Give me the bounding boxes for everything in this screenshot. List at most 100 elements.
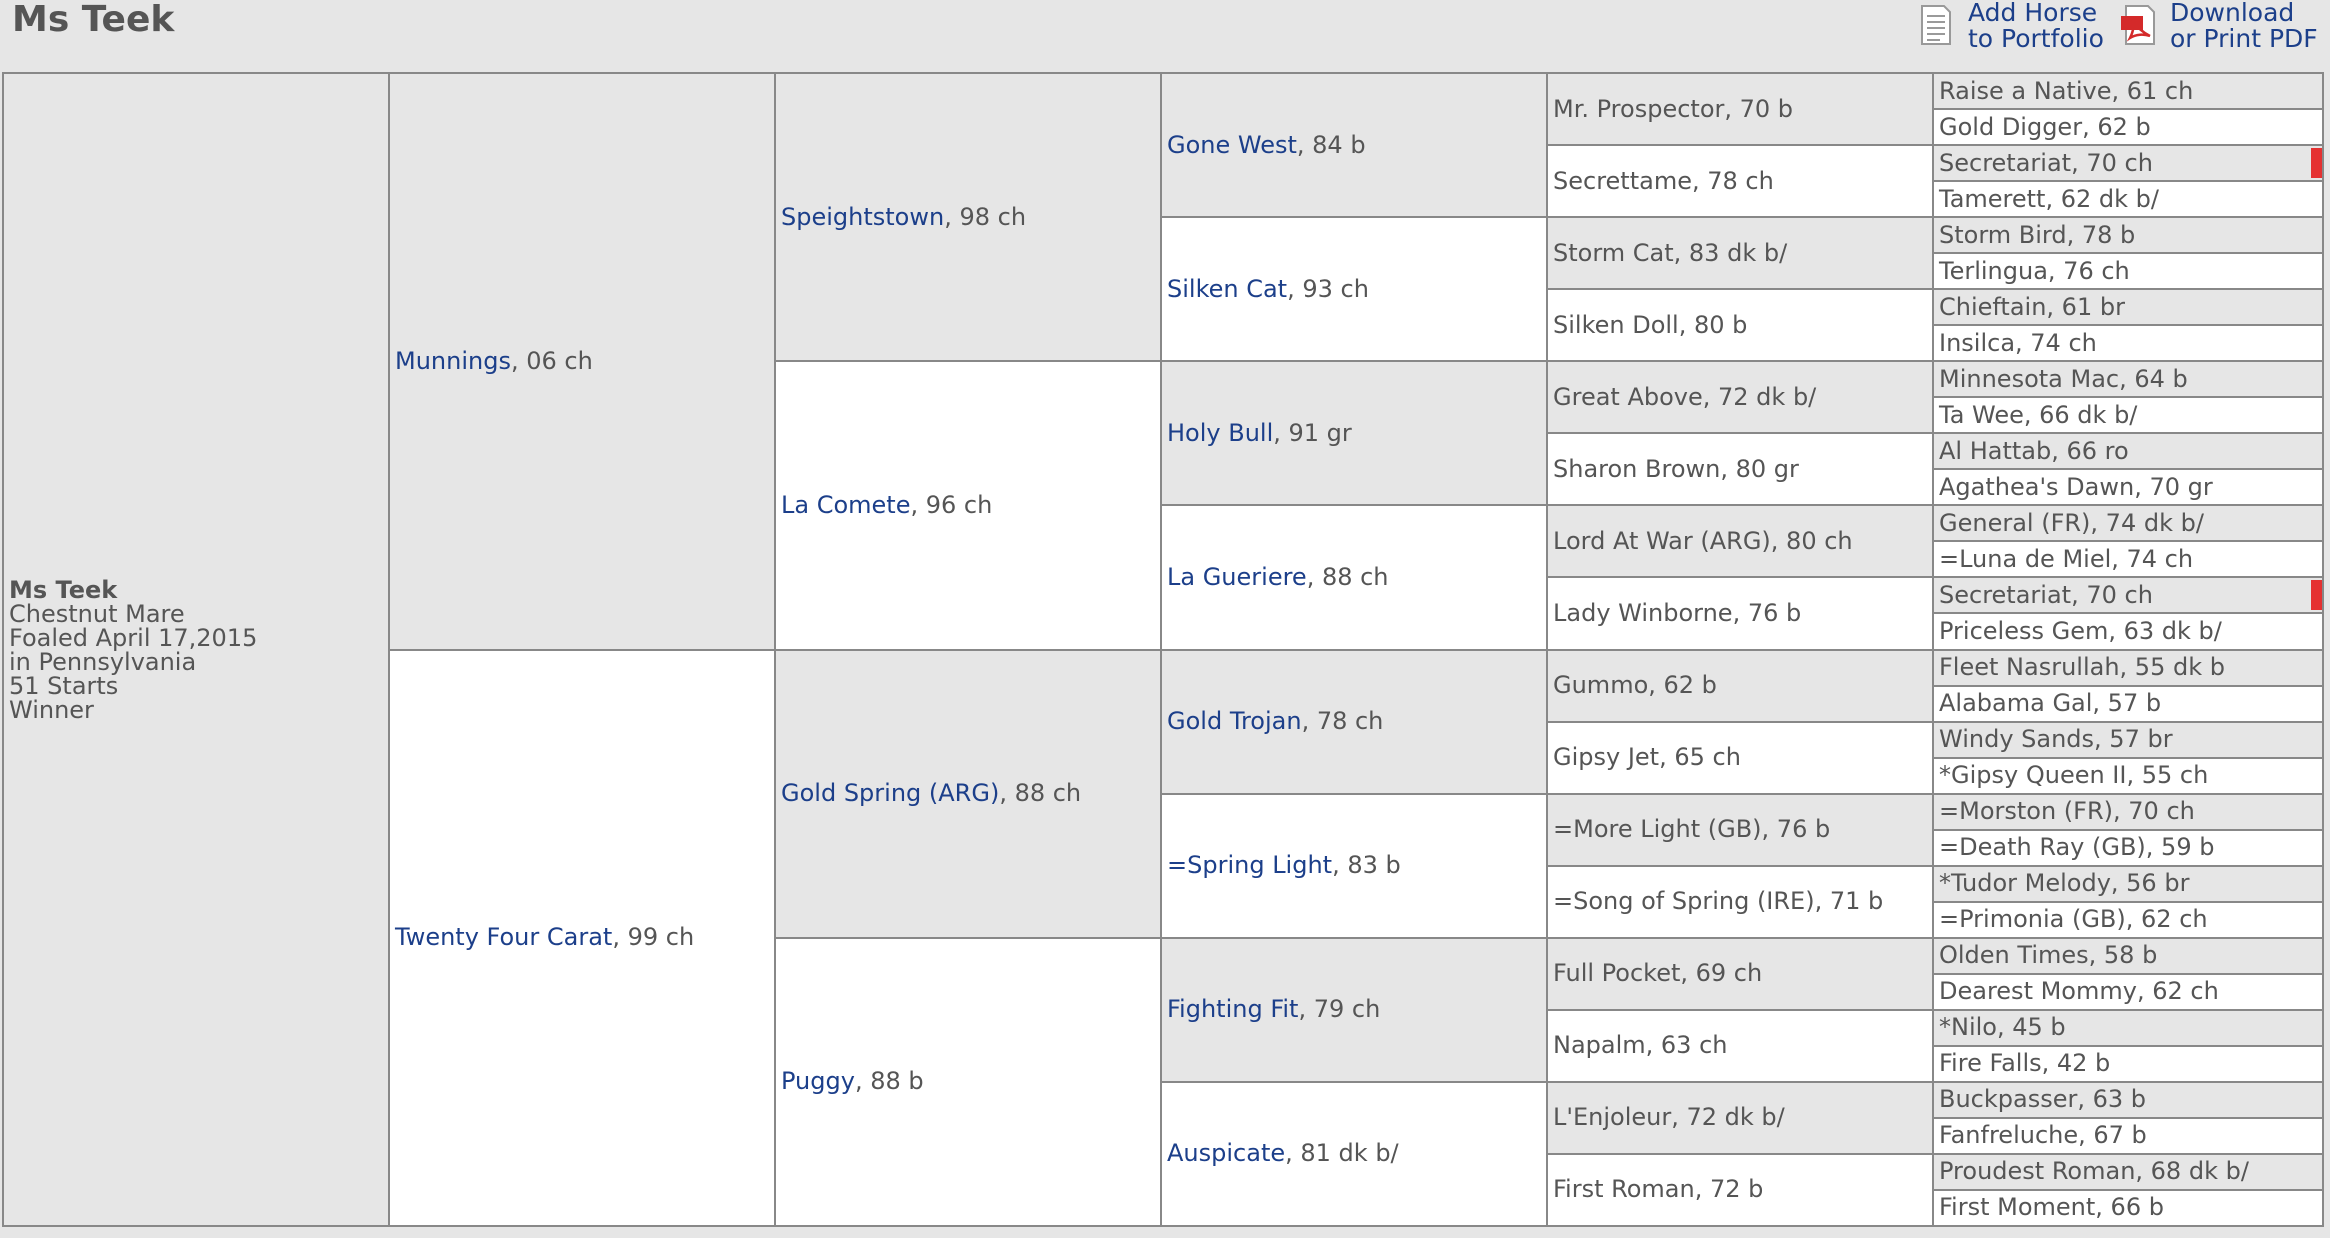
download-pdf-button[interactable]: Download or Print PDF bbox=[2118, 0, 2318, 52]
gen5-ancestor-name[interactable]: Fleet Nasrullah, 55 dk b bbox=[1939, 653, 2225, 682]
add-to-portfolio-button[interactable]: Add Horse to Portfolio bbox=[1916, 0, 2104, 52]
gen5-ancestor-name[interactable]: *Tudor Melody, 56 br bbox=[1939, 869, 2190, 898]
sire-dam-details: , 06 ch bbox=[510, 346, 593, 375]
gen5-ancestor-name[interactable]: Priceless Gem, 63 dk b/ bbox=[1939, 616, 2222, 645]
great-grandparent-cell: =Spring Light, 83 b bbox=[1160, 792, 1548, 939]
gen4-ancestor-name[interactable]: First Roman, 72 b bbox=[1553, 1175, 1764, 1204]
gen4-ancestor-name[interactable]: Mr. Prospector, 70 b bbox=[1553, 94, 1794, 123]
gen4-ancestor-cell: First Roman, 72 b bbox=[1546, 1152, 1934, 1228]
gen5-ancestor-name[interactable]: *Nilo, 45 b bbox=[1939, 1013, 2066, 1042]
great-grandparent-link[interactable]: Auspicate bbox=[1167, 1139, 1286, 1168]
gen5-ancestor-name[interactable]: Secretariat, 70 ch bbox=[1939, 148, 2153, 177]
gen4-ancestor-cell: Full Pocket, 69 ch bbox=[1546, 936, 1934, 1011]
pedigree-row: =Death Ray (GB), 59 b bbox=[3, 828, 2324, 867]
gen4-ancestor-name[interactable]: Gummo, 62 b bbox=[1553, 671, 1717, 700]
pedigree-row: Secrettame, 78 ch Secretariat, 70 ch bbox=[3, 144, 2324, 219]
gen5-ancestor-name[interactable]: Secretariat, 70 ch bbox=[1939, 580, 2153, 609]
gen5-ancestor-name[interactable]: =Death Ray (GB), 59 b bbox=[1939, 833, 2215, 862]
sire-dam-link[interactable]: Twenty Four Carat bbox=[395, 923, 613, 952]
gen5-ancestor-name[interactable]: Agathea's Dawn, 70 gr bbox=[1939, 472, 2213, 501]
grandparent-link[interactable]: Speightstown bbox=[781, 202, 945, 231]
gen5-ancestor-name[interactable]: *Gipsy Queen II, 55 ch bbox=[1939, 761, 2209, 790]
sire-dam-link[interactable]: Munnings bbox=[395, 346, 511, 375]
grandparent-link[interactable]: La Comete bbox=[781, 490, 911, 519]
page-title: Ms Teek bbox=[12, 0, 175, 40]
gen5-ancestor-name[interactable]: =Luna de Miel, 74 ch bbox=[1939, 544, 2194, 573]
great-grandparent-link[interactable]: Gone West bbox=[1167, 130, 1297, 159]
gen4-ancestor-name[interactable]: Great Above, 72 dk b/ bbox=[1553, 382, 1817, 411]
gen5-ancestor-cell: Fire Falls, 42 b bbox=[1932, 1044, 2324, 1083]
gen4-ancestor-name[interactable]: Secrettame, 78 ch bbox=[1553, 166, 1774, 195]
pedigree-row: =Song of Spring (IRE), 71 b *Tudor Melody… bbox=[3, 864, 2324, 939]
great-grandparent-link[interactable]: Silken Cat bbox=[1167, 274, 1288, 303]
gen5-ancestor-name[interactable]: Alabama Gal, 57 b bbox=[1939, 689, 2162, 718]
gen5-ancestor-name[interactable]: Gold Digger, 62 b bbox=[1939, 112, 2151, 141]
gen5-ancestor-name[interactable]: Windy Sands, 57 br bbox=[1939, 725, 2173, 754]
great-grandparent-cell: Holy Bull, 91 gr bbox=[1160, 360, 1548, 507]
gen5-ancestor-cell: Olden Times, 58 b bbox=[1932, 936, 2324, 975]
gen5-ancestor-cell: Fleet Nasrullah, 55 dk b bbox=[1932, 648, 2324, 687]
gen5-ancestor-name[interactable]: Proudest Roman, 68 dk b/ bbox=[1939, 1157, 2249, 1186]
gen5-ancestor-name[interactable]: Buckpasser, 63 b bbox=[1939, 1085, 2147, 1114]
subject-info-line: 51 Starts bbox=[9, 671, 119, 700]
gen5-ancestor-name[interactable]: Minnesota Mac, 64 b bbox=[1939, 364, 2188, 393]
gen4-ancestor-name[interactable]: Lord At War (ARG), 80 ch bbox=[1553, 526, 1853, 555]
gen4-ancestor-name[interactable]: =Song of Spring (IRE), 71 b bbox=[1553, 887, 1884, 916]
gen5-ancestor-name[interactable]: Ta Wee, 66 dk b/ bbox=[1939, 400, 2138, 429]
gen4-ancestor-name[interactable]: Silken Doll, 80 b bbox=[1553, 310, 1748, 339]
great-grandparent-link[interactable]: Holy Bull bbox=[1167, 418, 1274, 447]
gen5-ancestor-name[interactable]: =Primonia (GB), 62 ch bbox=[1939, 905, 2208, 934]
add-to-portfolio-label: Add Horse to Portfolio bbox=[1968, 0, 2104, 53]
gen4-ancestor-cell: =More Light (GB), 76 b bbox=[1546, 792, 1934, 867]
great-grandparent-link[interactable]: La Gueriere bbox=[1167, 562, 1307, 591]
great-grandparent-link[interactable]: Fighting Fit bbox=[1167, 995, 1299, 1024]
gen5-ancestor-name[interactable]: First Moment, 66 b bbox=[1939, 1193, 2164, 1222]
gen5-ancestor-name[interactable]: Tamerett, 62 dk b/ bbox=[1939, 184, 2159, 213]
sire-dam-details: , 99 ch bbox=[612, 923, 695, 952]
gen4-ancestor-name[interactable]: Full Pocket, 69 ch bbox=[1553, 959, 1763, 988]
gen5-ancestor-name[interactable]: Terlingua, 76 ch bbox=[1939, 256, 2130, 285]
gen5-ancestor-cell: Dearest Mommy, 62 ch bbox=[1932, 972, 2324, 1011]
gen4-ancestor-name[interactable]: Lady Winborne, 76 b bbox=[1553, 598, 1802, 627]
great-grandparent-cell: Silken Cat, 93 ch bbox=[1160, 216, 1548, 363]
gen5-ancestor-cell: Al Hattab, 66 ro bbox=[1932, 432, 2324, 471]
gen5-ancestor-name[interactable]: Storm Bird, 78 b bbox=[1939, 220, 2136, 249]
gen5-ancestor-name[interactable]: Chieftain, 61 br bbox=[1939, 292, 2125, 321]
pedigree-row: Twenty Four Carat, 99 ch Gold Spring (ARG… bbox=[3, 648, 2324, 1227]
gen4-ancestor-name[interactable]: =More Light (GB), 76 b bbox=[1553, 815, 1831, 844]
gen5-ancestor-name[interactable]: Al Hattab, 66 ro bbox=[1939, 436, 2129, 465]
pedigree-row: =Luna de Miel, 74 ch bbox=[3, 540, 2324, 579]
subject-info-line: Foaled April 17,2015 bbox=[9, 623, 258, 652]
gen4-ancestor-cell: Mr. Prospector, 70 b bbox=[1546, 71, 1934, 147]
gen4-ancestor-name[interactable]: L'Enjoleur, 72 dk b/ bbox=[1553, 1103, 1785, 1132]
gen4-ancestor-name[interactable]: Napalm, 63 ch bbox=[1553, 1031, 1728, 1060]
gen4-ancestor-name[interactable]: Sharon Brown, 80 gr bbox=[1553, 454, 1799, 483]
gen5-ancestor-name[interactable]: Olden Times, 58 b bbox=[1939, 941, 2158, 970]
pedigree-row: Fire Falls, 42 b bbox=[3, 1044, 2324, 1083]
pedigree-row: Ta Wee, 66 dk b/ bbox=[3, 396, 2324, 435]
gen5-ancestor-name[interactable]: Insilca, 74 ch bbox=[1939, 328, 2097, 357]
gen5-ancestor-name[interactable]: Fanfreluche, 67 b bbox=[1939, 1121, 2147, 1150]
gen4-ancestor-cell: Silken Doll, 80 b bbox=[1546, 288, 1934, 363]
great-grandparent-details: , 79 ch bbox=[1298, 995, 1381, 1024]
gen5-ancestor-name[interactable]: =Morston (FR), 70 ch bbox=[1939, 797, 2195, 826]
gen4-ancestor-cell: Gipsy Jet, 65 ch bbox=[1546, 720, 1934, 795]
gen5-ancestor-cell: Alabama Gal, 57 b bbox=[1932, 684, 2324, 723]
inbreeding-marker bbox=[2311, 148, 2321, 179]
gen5-ancestor-name[interactable]: Fire Falls, 42 b bbox=[1939, 1049, 2111, 1078]
great-grandparent-link[interactable]: Gold Trojan bbox=[1167, 707, 1302, 736]
grandparent-link[interactable]: Puggy bbox=[781, 1067, 855, 1096]
gen5-ancestor-name[interactable]: Raise a Native, 61 ch bbox=[1939, 76, 2194, 105]
gen5-ancestor-cell: =Morston (FR), 70 ch bbox=[1932, 792, 2324, 831]
great-grandparent-link[interactable]: =Spring Light bbox=[1167, 851, 1333, 880]
grandparent-cell: Gold Spring (ARG), 88 ch bbox=[774, 648, 1162, 939]
grandparent-link[interactable]: Gold Spring (ARG) bbox=[781, 779, 1000, 808]
gen5-ancestor-name[interactable]: Dearest Mommy, 62 ch bbox=[1939, 977, 2219, 1006]
gen4-ancestor-name[interactable]: Storm Cat, 83 dk b/ bbox=[1553, 238, 1788, 267]
pedigree-row: Fanfreluche, 67 b bbox=[3, 1116, 2324, 1155]
gen4-ancestor-name[interactable]: Gipsy Jet, 65 ch bbox=[1553, 743, 1741, 772]
gen5-ancestor-name[interactable]: General (FR), 74 dk b/ bbox=[1939, 508, 2204, 537]
gen5-ancestor-cell: Gold Digger, 62 b bbox=[1932, 108, 2324, 147]
